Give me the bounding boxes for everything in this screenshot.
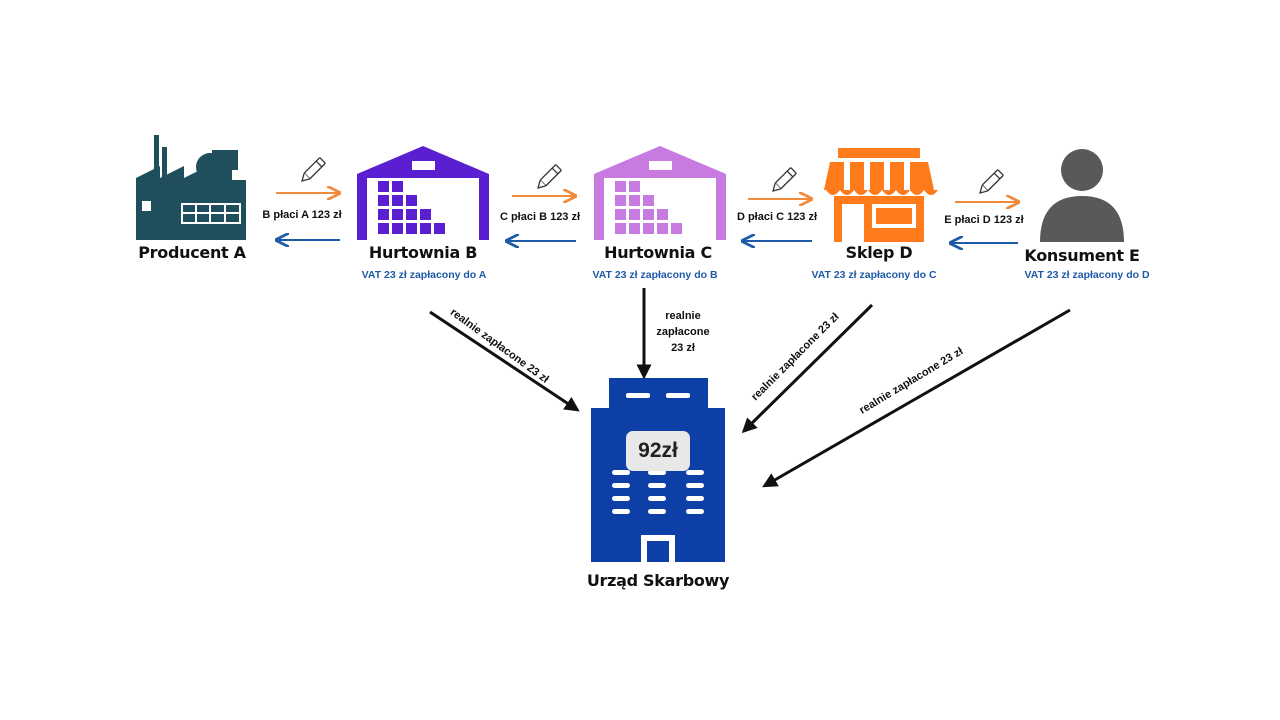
tax-total-badge: 92zł — [626, 431, 690, 471]
shop-icon — [824, 148, 938, 242]
arrow-tax-from-d — [741, 303, 874, 434]
warehouse-c-icon — [594, 146, 726, 240]
producer-label: Producent A — [138, 243, 246, 262]
vat-note-e: VAT 23 zł zapłacony do D — [1024, 269, 1150, 281]
wholesaler-c-label: Hurtownia C — [604, 243, 712, 262]
pencil-icon — [772, 167, 797, 192]
payment-label-c-to-b: C płaci B 123 zł — [499, 211, 581, 223]
payment-label-e-to-d: E płaci D 123 zł — [944, 214, 1024, 226]
pencil-icon — [301, 157, 326, 182]
tax-office-icon — [591, 378, 725, 562]
vat-note-c: VAT 23 zł zapłacony do B — [592, 269, 718, 281]
pencil-icon — [537, 164, 562, 189]
warehouse-b-icon — [357, 146, 489, 240]
vat-note-d: VAT 23 zł zapłacony do C — [811, 269, 937, 281]
factory-icon — [136, 135, 246, 240]
tax-flow-label-c: realnie zapłacone 23 zł — [656, 308, 709, 356]
payment-label-d-to-c: D płaci C 123 zł — [736, 211, 818, 223]
person-icon — [1040, 149, 1124, 242]
arrow-tax-from-e — [762, 308, 1071, 488]
tax-office-label: Urząd Skarbowy — [586, 571, 730, 590]
pencil-icon — [979, 169, 1004, 194]
tax-flow-label-c-line1: realnie — [665, 310, 701, 322]
payment-label-b-to-a: B płaci A 123 zł — [262, 209, 342, 221]
tax-flow-label-c-line3: 23 zł — [671, 342, 695, 354]
tax-flow-label-c-line2: zapłacone — [656, 326, 710, 338]
vat-note-b: VAT 23 zł zapłacony do A — [361, 269, 487, 281]
shop-d-label: Sklep D — [845, 243, 913, 262]
wholesaler-b-label: Hurtownia B — [368, 243, 478, 262]
arrow-tax-from-b — [429, 310, 580, 412]
consumer-e-label: Konsument E — [1024, 246, 1140, 265]
